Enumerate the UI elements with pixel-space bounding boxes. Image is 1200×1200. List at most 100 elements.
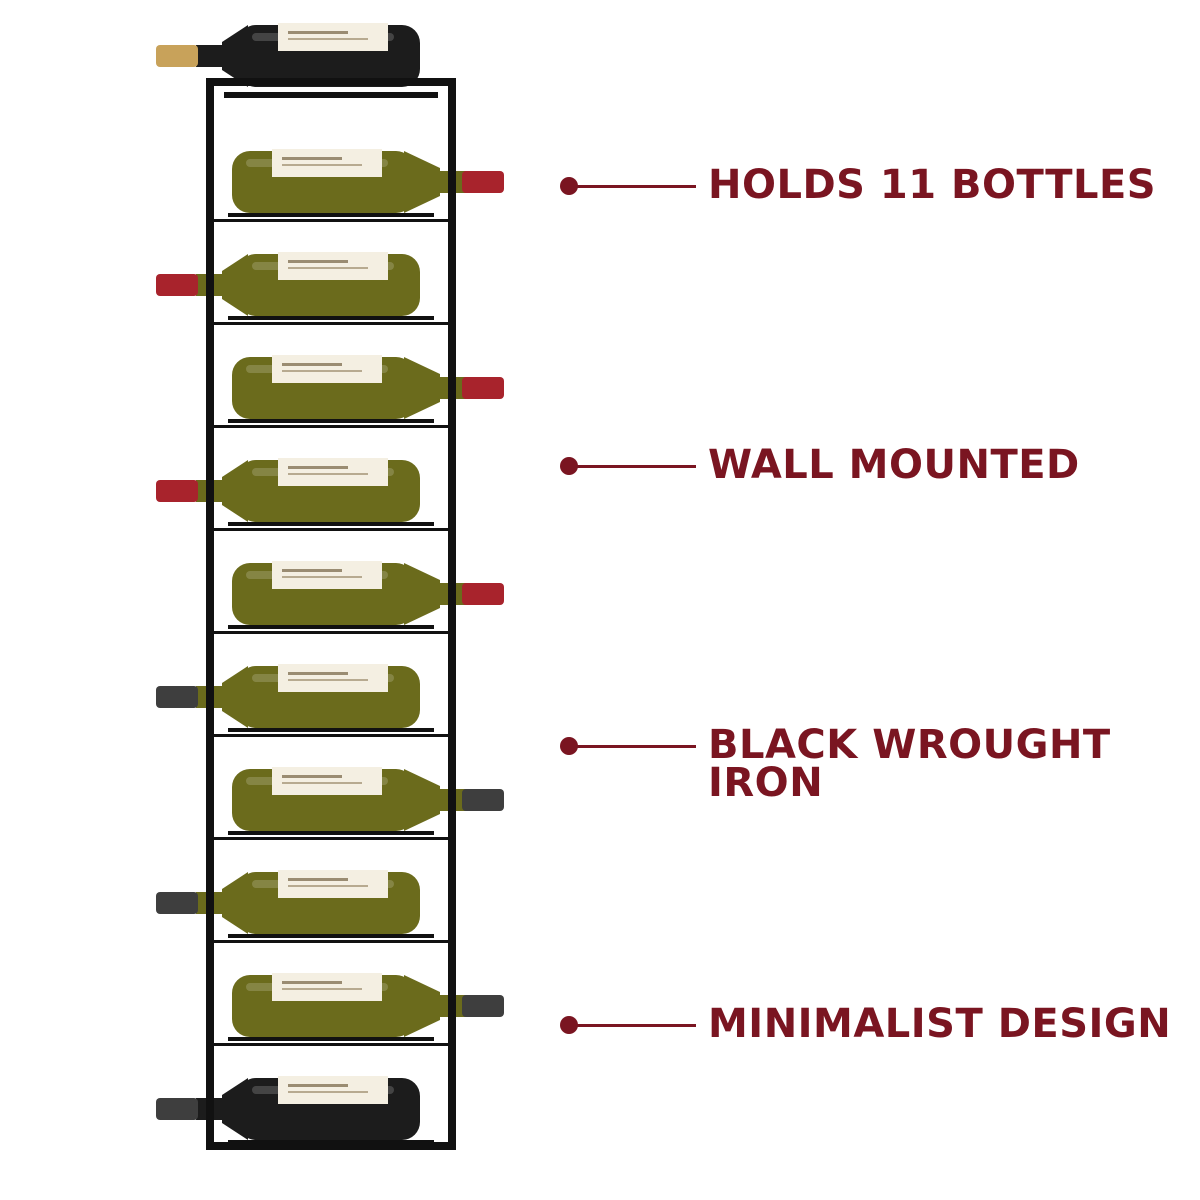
bottle-capsule [156,45,198,67]
rack-frame [206,78,456,1150]
label-print [288,672,348,675]
bottle-label [278,23,388,51]
bullet-dot-icon [560,457,578,475]
bullet-dot-icon [560,177,578,195]
feature-label: WALL MOUNTED [708,442,1080,488]
cross-rail [210,322,452,325]
wine-bottle [232,767,504,831]
label-print [282,164,362,166]
bottle-capsule [156,892,198,914]
cradle-rail [228,625,434,629]
cradle-rail [228,1037,434,1041]
label-print [282,988,362,990]
cross-rail [210,734,452,737]
cross-rail [210,1146,452,1149]
label-print [288,31,348,34]
callout-line [572,464,696,468]
wine-bottle [232,149,504,213]
label-print [288,38,368,40]
label-print [282,569,342,572]
bottle-label [272,355,382,383]
bottle-label [278,458,388,486]
cross-rail [210,425,452,428]
bottle-shoulder [222,460,248,522]
frame-upright-left [206,80,214,1150]
label-print [288,1091,368,1093]
frame-brace [224,92,438,98]
label-print [288,1084,348,1087]
cradle-rail [228,213,434,217]
wine-bottle [156,23,420,87]
bullet-dot-icon [560,737,578,755]
bottle-shoulder [222,872,248,934]
bottle-label [278,1076,388,1104]
bottle-capsule [156,686,198,708]
bottle-capsule [462,995,504,1017]
bottle-shoulder [404,975,440,1037]
cradle-rail [228,728,434,732]
cross-rail [210,528,452,531]
wine-bottle [156,458,420,522]
label-print [288,466,348,469]
bottles-layer [156,23,504,1140]
bottle-shoulder [404,151,440,213]
wine-bottle [156,870,420,934]
feature-label: HOLDS 11 BOTTLES [708,162,1157,208]
cradle-rail [228,934,434,938]
bottle-capsule [462,789,504,811]
label-print [282,157,342,160]
bottle-shoulder [404,563,440,625]
bullet-dot-icon [560,1016,578,1034]
bottle-shoulder [222,25,248,87]
label-print [282,576,362,578]
bottle-label [272,767,382,795]
label-print [288,260,348,263]
label-print [288,679,368,681]
bottle-capsule [462,583,504,605]
bottle-shoulder [404,769,440,831]
feature-label: BLACK WROUGHT IRON [708,722,1111,806]
label-print [282,363,342,366]
label-print [282,370,362,372]
frame-top-bar [206,78,456,86]
cradle-rail [228,316,434,320]
bottle-label [278,664,388,692]
cradle-rail [228,831,434,835]
cradle-rail [228,1140,434,1144]
bottle-label [272,973,382,1001]
cross-rail [210,1043,452,1046]
label-print [288,267,368,269]
wine-bottle [232,355,504,419]
label-print [288,885,368,887]
wine-bottle [232,973,504,1037]
callout-line [572,184,696,188]
callout-line [572,744,696,748]
bottle-capsule [156,1098,198,1120]
frame-upright-right [448,80,456,1150]
wine-bottle [156,252,420,316]
callout-line [572,1023,696,1027]
cradle-rail [228,522,434,526]
bottle-capsule [462,377,504,399]
bottle-shoulder [404,357,440,419]
wine-bottle [232,561,504,625]
bottle-shoulder [222,254,248,316]
cross-rail [210,631,452,634]
bottle-label [272,149,382,177]
bottle-label [272,561,382,589]
bottle-shoulder [222,1078,248,1140]
bottle-label [278,252,388,280]
bottle-label [278,870,388,898]
label-print [282,981,342,984]
bottle-capsule [156,480,198,502]
cross-rail [210,940,452,943]
label-print [282,775,342,778]
bottle-capsule [156,274,198,296]
cradle-rail [228,419,434,423]
cross-rail [210,837,452,840]
bottle-shoulder [222,666,248,728]
wine-bottle [156,664,420,728]
feature-label: MINIMALIST DESIGN [708,1001,1172,1047]
